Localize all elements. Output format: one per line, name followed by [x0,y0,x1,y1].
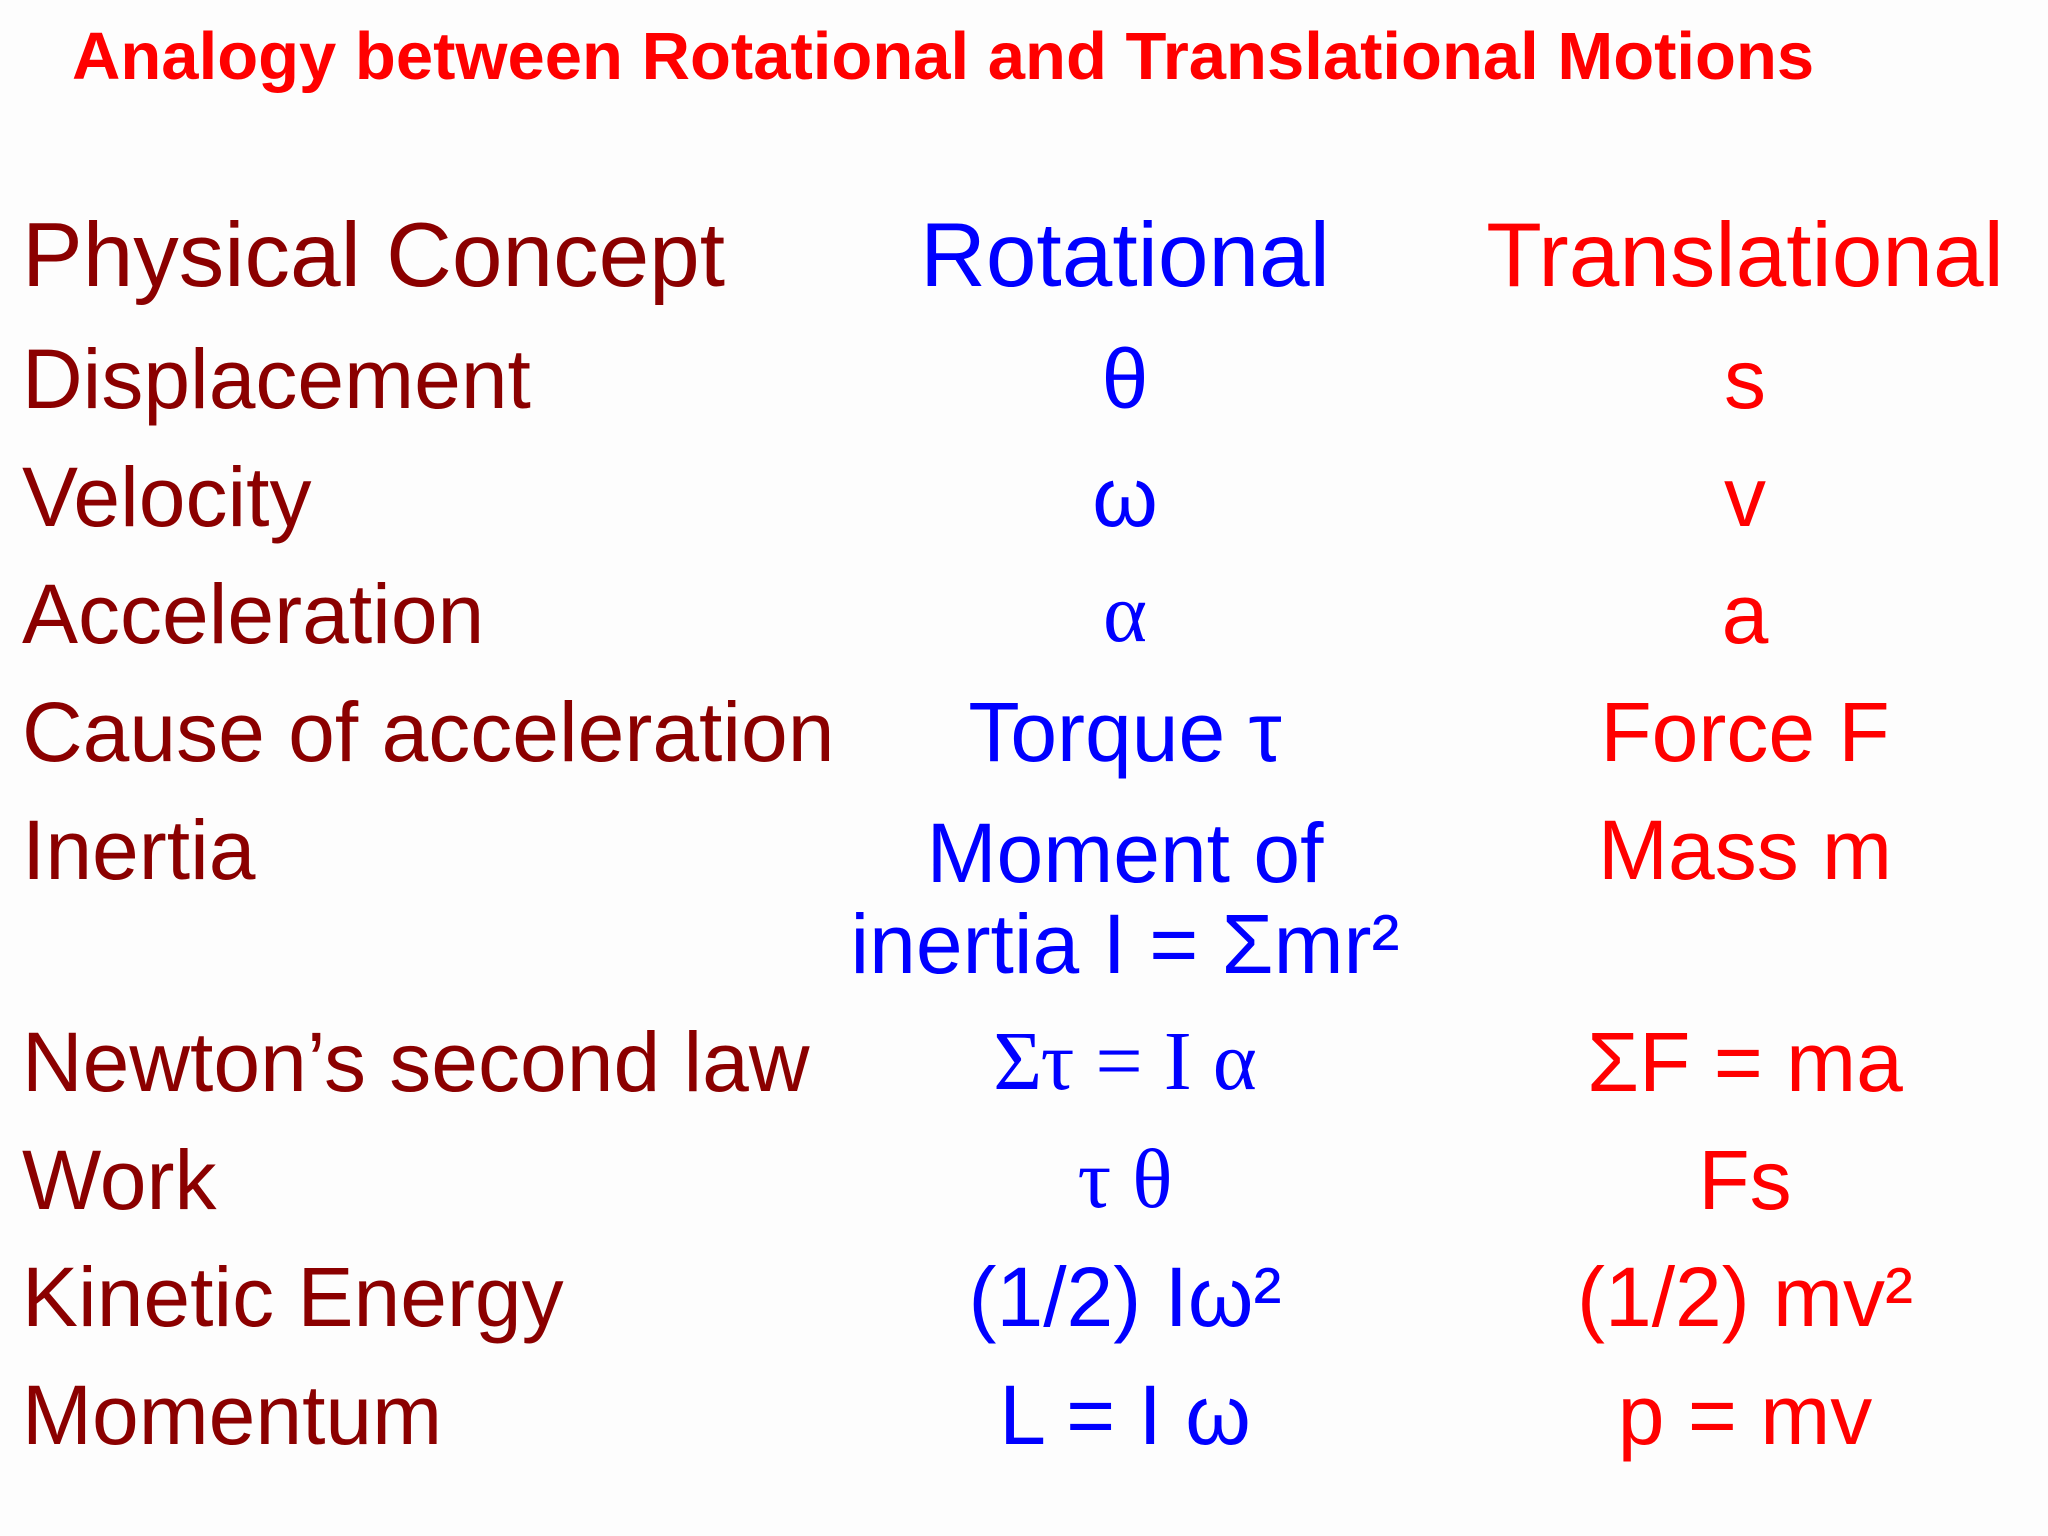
row-concept-work: Work [22,1133,217,1227]
row-concept-momentum: Momentum [22,1368,443,1462]
row-concept-velocity: Velocity [22,450,312,544]
row-rotational-newtons-second-law: Στ = I α [993,1015,1257,1108]
column-header-concept: Physical Concept [22,205,726,306]
column-header-rotational: Rotational [920,205,1330,306]
row-concept-newtons-second-law: Newton’s second law [22,1015,810,1109]
row-translational-newtons-second-law: ΣF = ma [1587,1015,1903,1109]
row-rotational-displacement: θ [1101,332,1149,426]
row-concept-cause-of-acceleration: Cause of acceleration [22,685,835,779]
row-rotational-kinetic-energy: (1/2) Iω² [968,1250,1282,1344]
page-title: Analogy between Rotational and Translati… [72,19,1815,94]
row-rotational-velocity: ω [1092,450,1158,544]
row-translational-cause-of-acceleration: Force F [1600,685,1890,779]
row-translational-displacement: s [1724,332,1766,426]
row-rotational-acceleration: α [1102,567,1148,660]
row-rotational-momentum: L = I ω [999,1368,1251,1462]
row-translational-kinetic-energy: (1/2) mv² [1577,1250,1913,1344]
row-translational-inertia: Mass m [1598,803,1892,897]
row-concept-acceleration: Acceleration [22,567,485,661]
row-rotational-work: τ θ [1077,1133,1173,1226]
row-translational-work: Fs [1698,1133,1792,1227]
row-concept-kinetic-energy: Kinetic Energy [22,1250,564,1344]
row-translational-velocity: v [1724,450,1766,544]
row-rotational-cause-of-acceleration: Torque τ [968,685,1282,779]
row-concept-displacement: Displacement [22,332,531,426]
row-concept-inertia: Inertia [22,803,256,897]
row-translational-acceleration: a [1721,567,1769,661]
row-translational-momentum: p = mv [1617,1368,1873,1462]
column-header-translational: Translational [1486,205,2004,306]
row-rotational-inertia: Moment of inertia I = Σmr² [850,806,1400,991]
